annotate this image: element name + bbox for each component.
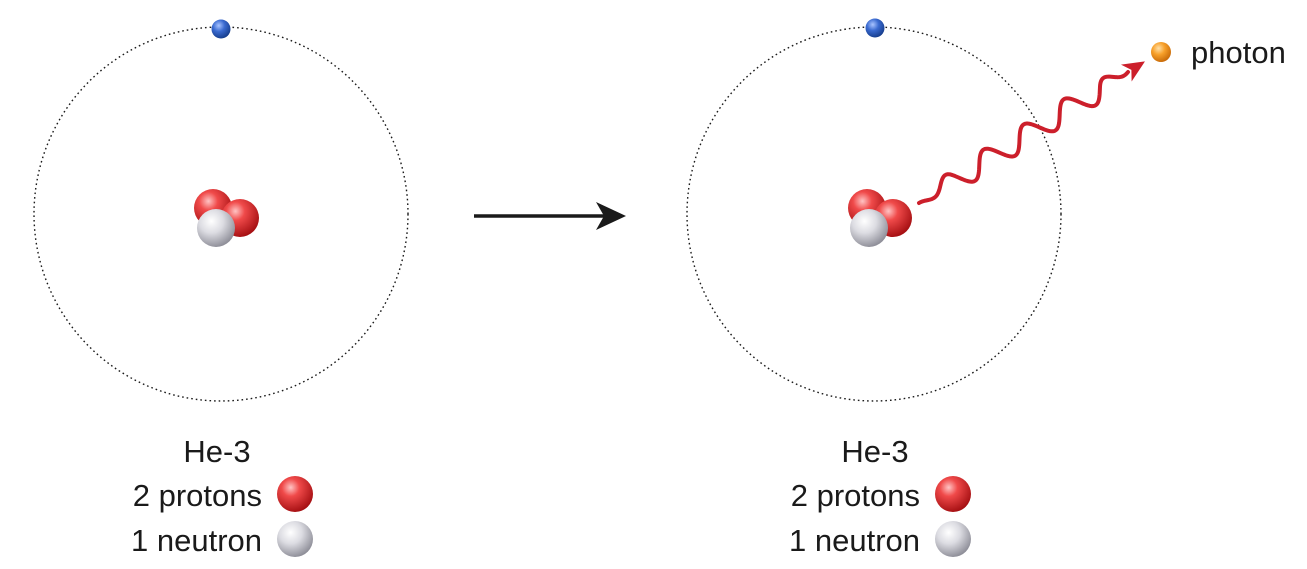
neutron-legend-swatch — [277, 521, 313, 557]
wave-arrowhead-icon — [1120, 61, 1145, 82]
electron — [211, 19, 231, 39]
photon-particle — [1151, 42, 1171, 62]
nucleus — [194, 189, 259, 247]
photon-wave — [917, 61, 1145, 205]
transition-arrow — [474, 202, 626, 230]
electron — [865, 18, 885, 38]
arrowhead-icon — [596, 202, 626, 230]
electron-orbit — [33, 26, 409, 402]
neutron — [197, 209, 235, 247]
wavy-line — [917, 70, 1130, 205]
atom-after: photon He-3 2 protons 1 neutron — [686, 18, 1286, 558]
protons-label: 2 protons — [791, 478, 920, 513]
atom-legend: He-3 2 protons 1 neutron — [131, 434, 313, 558]
photon-label: photon — [1191, 35, 1286, 70]
atom-legend: He-3 2 protons 1 neutron — [789, 434, 971, 558]
proton-legend-swatch — [277, 476, 313, 512]
protons-label: 2 protons — [133, 478, 262, 513]
isotope-label: He-3 — [183, 434, 250, 469]
atom-before: He-3 2 protons 1 neutron — [33, 19, 409, 558]
neutrons-label: 1 neutron — [131, 523, 262, 558]
neutrons-label: 1 neutron — [789, 523, 920, 558]
neutron-legend-swatch — [935, 521, 971, 557]
isotope-label: He-3 — [841, 434, 908, 469]
neutron — [850, 209, 888, 247]
nucleus — [848, 189, 912, 247]
proton-legend-swatch — [935, 476, 971, 512]
electron-orbit — [686, 26, 1062, 402]
